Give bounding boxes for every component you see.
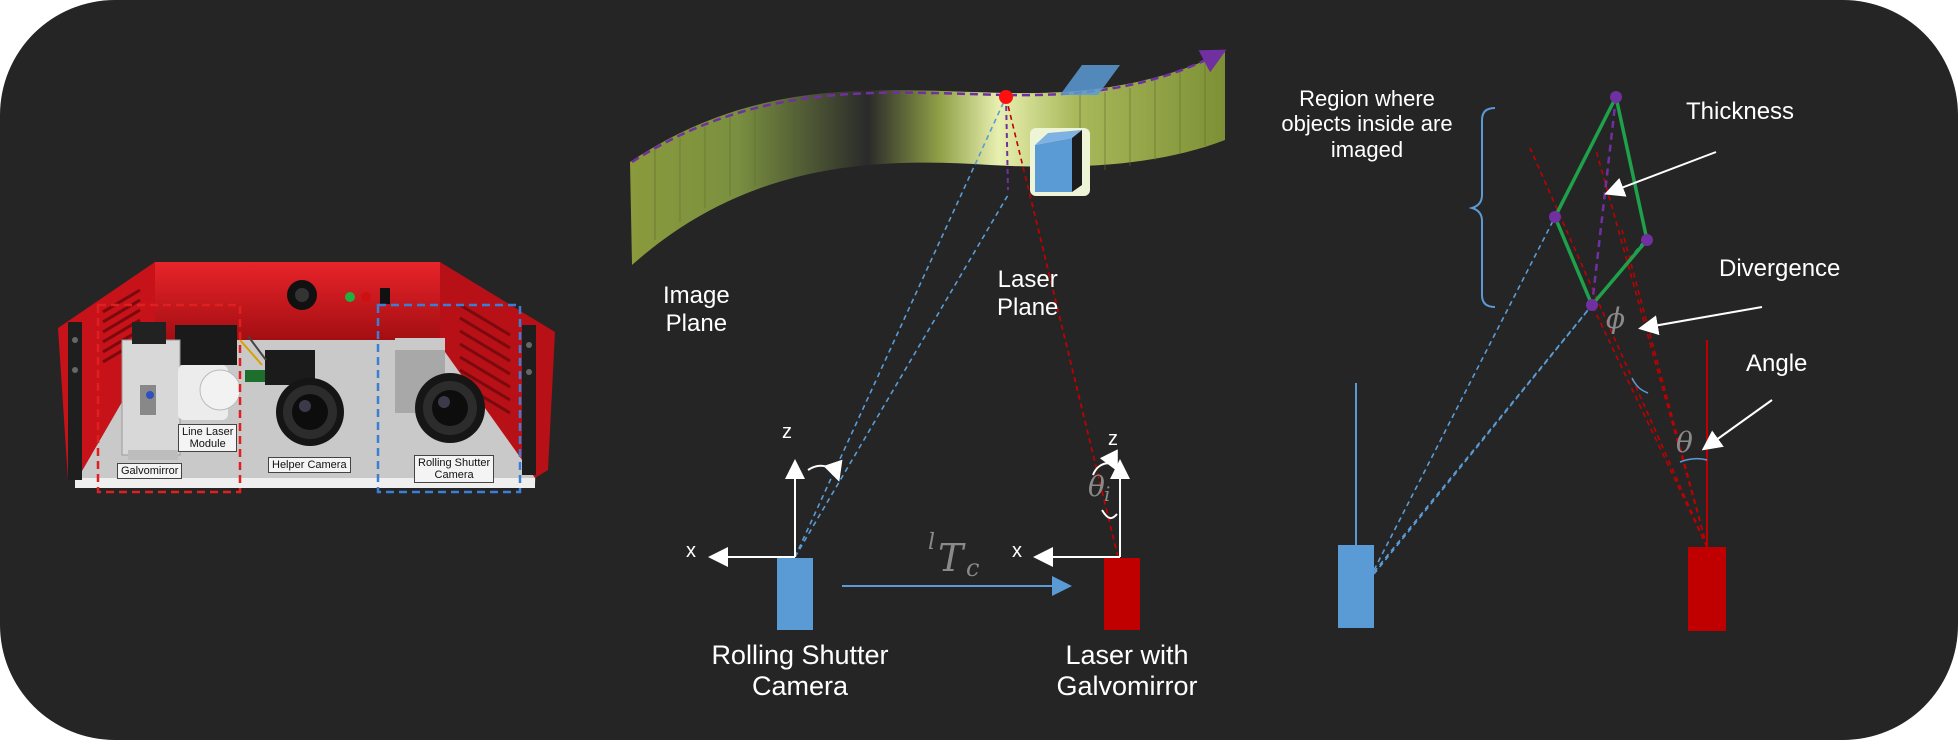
camera-caption: Rolling Shutter Camera [711,640,889,702]
device-illustration [58,262,555,494]
line-laser-module [178,365,241,420]
laser-z-label: z [1108,428,1118,450]
rolling-shutter-highlight-box [376,303,522,494]
right-theta-symbol: θ [1676,426,1693,459]
camera-z-label: z [782,421,792,443]
divergence-arc [1631,377,1649,394]
transform-superscript: l [928,530,936,555]
theta-subscript: i [1104,482,1111,506]
angle-arc [1679,457,1708,463]
device-front-lip [75,478,535,488]
laser-axes [1033,449,1130,567]
line-laser-module-tag: Line Laser Module [178,424,238,453]
helper-camera-unit [239,335,344,446]
right-laser-block [1688,547,1726,631]
laser-block [1104,558,1140,630]
transform-subscript: c [966,554,980,582]
transform-symbol: T [938,536,964,580]
divergence-arrow [1638,306,1763,336]
image-plane-label: Image Plane [663,282,730,337]
device-corner-post [68,322,82,480]
angle-label: Angle [1746,350,1808,377]
right-camera-rays [1373,216,1646,575]
phi-symbol: ϕ [1606,302,1626,335]
laser-rays [1005,96,1119,558]
laser-x-label: x [1012,540,1022,562]
camera-block [777,558,813,630]
thickness-label: Thickness [1686,98,1795,125]
laser-plane-patch [1060,65,1120,95]
region-brace [1468,107,1496,308]
object-cube [1035,138,1072,192]
quad-vertices [1549,91,1653,311]
galvo-laser-highlight-box [96,303,242,494]
laser-plane-label: Laser Plane [997,266,1059,321]
right-camera-block [1338,545,1374,628]
theta-symbol: θ [1088,470,1105,503]
region-description: Region where objects inside are imaged [1281,86,1453,162]
intersection-curve [631,49,1227,164]
intersection-point [999,90,1013,104]
thickness-arrow [1604,151,1717,197]
camera-x-label: x [686,540,696,562]
laser-plane-vertical [1005,96,1009,191]
rolling-shutter-camera-unit [395,338,485,443]
driver-board [175,325,237,365]
rolling-shutter-camera-tag: Rolling Shutter Camera [414,455,495,484]
device-corner-post [522,325,536,475]
camera-axes [708,459,843,567]
thickness-line [1590,96,1618,306]
laser-caption: Laser with Galvomirror [1056,640,1198,702]
helper-camera-tag: Helper Camera [268,457,351,474]
galvomirror-unit [121,322,181,460]
angle-arrow [1701,399,1773,451]
divergence-label: Divergence [1719,255,1841,282]
galvomirror-tag: Galvomirror [117,463,183,480]
image-plane-surface [630,52,1225,265]
